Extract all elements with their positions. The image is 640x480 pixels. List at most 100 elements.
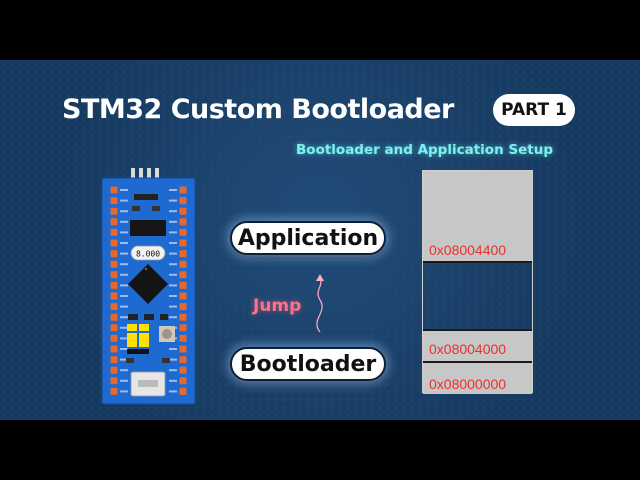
pin-silkscreen: [120, 379, 128, 382]
pin-silkscreen: [169, 252, 177, 255]
board-pin: [179, 387, 187, 395]
pin-silkscreen: [169, 348, 177, 350]
board-pin: [179, 334, 187, 342]
pin-silkscreen: [120, 189, 128, 191]
pin-silkscreen: [169, 390, 177, 393]
board-pin: [110, 228, 118, 236]
part-badge: PART 1: [493, 94, 575, 126]
board-pin: [110, 197, 118, 205]
board-pin: [110, 324, 118, 332]
board-pin: [110, 186, 118, 194]
board-pin: [179, 324, 187, 332]
pin-silkscreen: [120, 252, 128, 255]
pin-silkscreen: [169, 231, 177, 234]
board-pin: [110, 356, 118, 364]
address-label: 0x08004400: [429, 242, 507, 258]
pin-silkscreen: [120, 316, 128, 319]
board-pin: [179, 292, 187, 300]
board-pin: [110, 345, 118, 353]
pin-silkscreen: [120, 242, 128, 244]
pin-silkscreen: [169, 220, 177, 223]
memory-map: 0x08004400 0x08004000 0x08000000: [422, 170, 533, 394]
bootloader-block: Bootloader: [230, 347, 386, 381]
pin-silkscreen: [169, 242, 177, 244]
right-pin-column: [169, 186, 187, 395]
pin-silkscreen: [169, 358, 177, 361]
page-title: STM32 Custom Bootloader: [62, 94, 454, 125]
board-pin: [179, 303, 187, 311]
board-pin: [110, 387, 118, 395]
pin-silkscreen: [120, 390, 128, 393]
pin-silkscreen: [169, 210, 177, 213]
pin-silkscreen: [120, 348, 128, 350]
subtitle: Bootloader and Application Setup: [296, 142, 553, 158]
board-pin: [110, 281, 118, 289]
pin-silkscreen: [120, 326, 128, 329]
board-pin: [110, 377, 118, 385]
pin-silkscreen: [169, 316, 177, 319]
pin-silkscreen: [120, 263, 128, 266]
jump-label: Jump: [253, 296, 302, 316]
stm32-board-illustration: 8.000: [101, 168, 196, 405]
board-pin: [110, 271, 118, 279]
board-pin: [179, 260, 187, 268]
jump-arrow-icon: [316, 274, 324, 333]
board-pin: [110, 260, 118, 268]
board-pin: [179, 356, 187, 364]
board-pin: [110, 218, 118, 226]
board-pin: [110, 334, 118, 342]
memory-region-gap: [423, 331, 532, 361]
pin-silkscreen: [120, 337, 128, 340]
board-pin: [179, 366, 187, 374]
pin-silkscreen: [120, 295, 128, 297]
board-pin: [110, 292, 118, 300]
left-pin-column: [110, 186, 128, 395]
board-pin: [179, 345, 187, 353]
board-pin: [110, 207, 118, 215]
board-pin: [179, 228, 187, 236]
address-label: 0x08004000: [429, 341, 507, 357]
board-pin: [110, 366, 118, 374]
pin-silkscreen: [169, 263, 177, 266]
pin-silkscreen: [169, 369, 177, 372]
address-label: 0x08000000: [429, 376, 507, 392]
pin-silkscreen: [169, 284, 177, 287]
pin-silkscreen: [120, 231, 128, 234]
board-pin: [179, 218, 187, 226]
pin-silkscreen: [169, 273, 177, 276]
board-pin: [179, 377, 187, 385]
pin-silkscreen: [120, 369, 128, 372]
board-pin: [179, 197, 187, 205]
stm32-board: 8.000: [100, 168, 197, 406]
pin-silkscreen: [120, 358, 128, 361]
pin-silkscreen: [120, 305, 128, 308]
pin-silkscreen: [120, 273, 128, 276]
pin-silkscreen: [169, 305, 177, 308]
board-pin: [179, 250, 187, 258]
board-pin: [110, 250, 118, 258]
board-pin: [179, 281, 187, 289]
pin-silkscreen: [169, 199, 177, 202]
memory-region-bootloader: [423, 361, 532, 394]
board-pin: [179, 271, 187, 279]
board-pin: [110, 239, 118, 247]
board-pin: [110, 313, 118, 321]
memory-region-upper: [423, 171, 532, 261]
pin-silkscreen: [120, 220, 128, 223]
board-pin: [179, 239, 187, 247]
pin-silkscreen: [120, 210, 128, 213]
pin-silkscreen: [120, 199, 128, 202]
application-block: Application: [230, 221, 386, 255]
pin-silkscreen: [169, 189, 177, 191]
board-pin: [179, 186, 187, 194]
pin-silkscreen: [169, 379, 177, 382]
crystal-label: 8.000: [136, 250, 160, 259]
thumbnail-panel: STM32 Custom Bootloader PART 1 Bootloade…: [0, 60, 640, 420]
pin-silkscreen: [120, 284, 128, 287]
pin-silkscreen: [169, 295, 177, 297]
board-pin: [179, 207, 187, 215]
board-pin: [179, 313, 187, 321]
memory-region-application: [423, 261, 532, 331]
board-pin: [110, 303, 118, 311]
